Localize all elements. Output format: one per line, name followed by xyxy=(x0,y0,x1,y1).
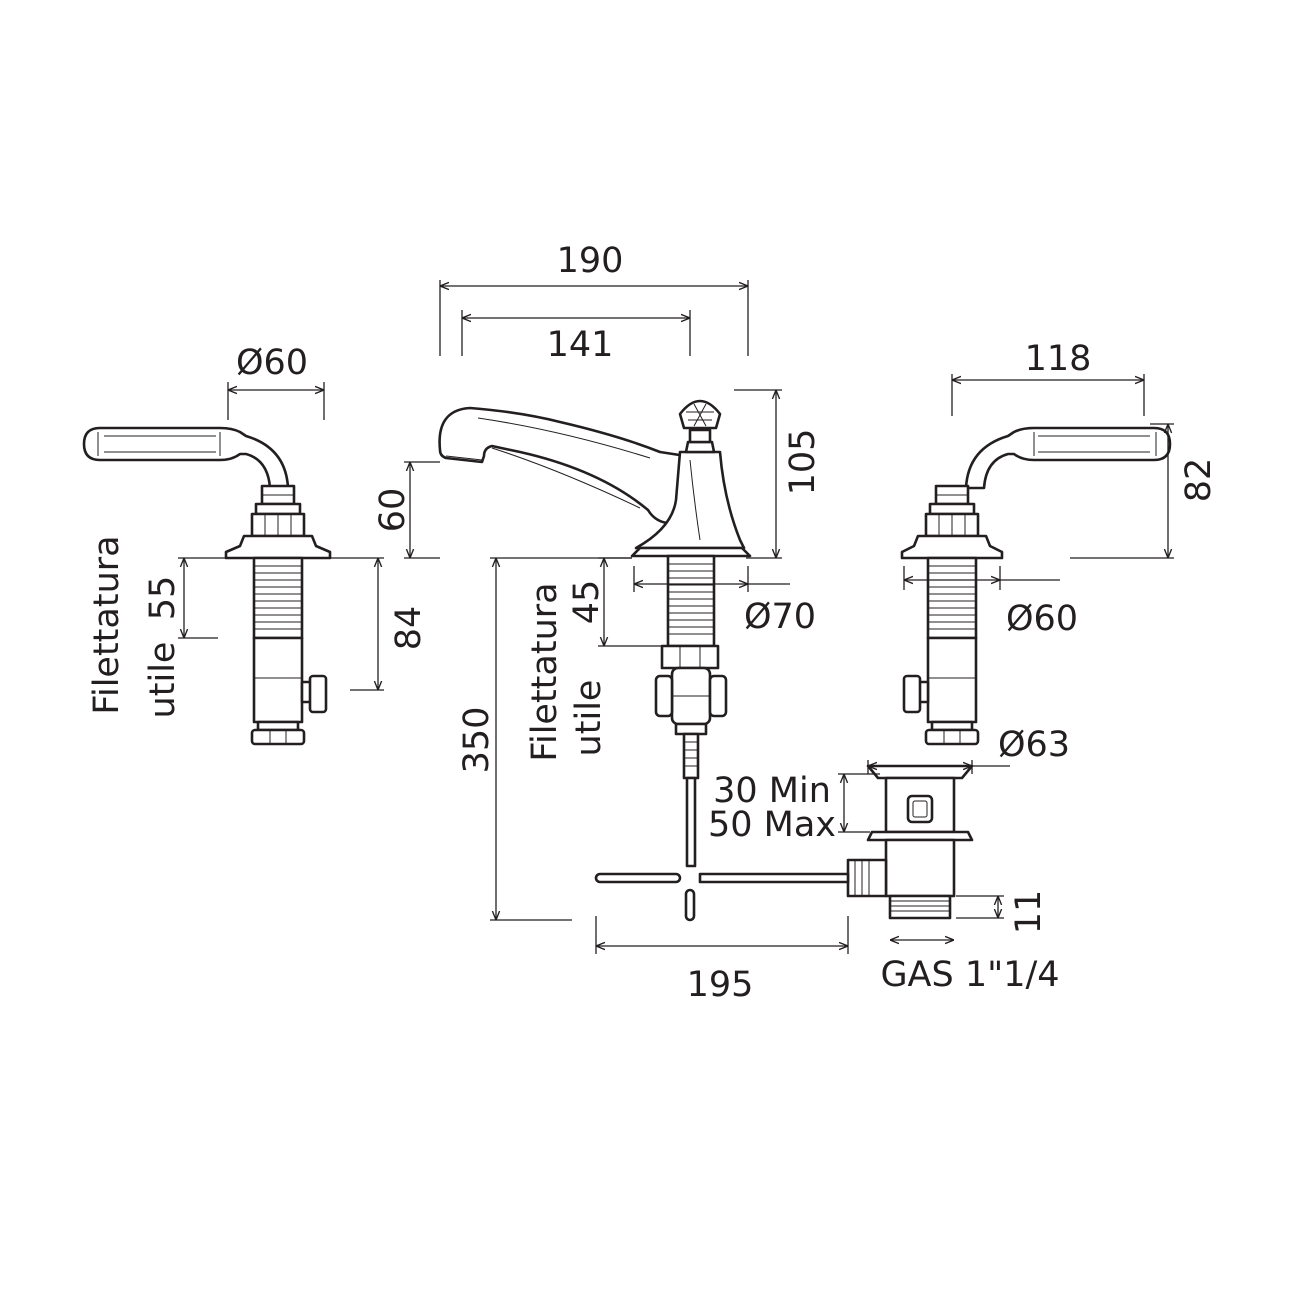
left-handle-assembly xyxy=(82,426,332,746)
dim-55: 55 xyxy=(143,576,183,621)
right-handle-assembly xyxy=(900,426,1172,746)
dimension-labels: 190 141 Ø60 118 105 60 82 Ø70 Ø60 55 84 … xyxy=(87,241,1219,1005)
dim-50-max: 50 Max xyxy=(708,805,836,845)
dimension-lines xyxy=(178,280,1174,954)
dim-82: 82 xyxy=(1179,458,1219,503)
dim-right-dia-60: Ø60 xyxy=(1006,599,1078,639)
waste-assembly xyxy=(594,764,974,922)
dim-350: 350 xyxy=(457,707,497,774)
dim-left-dia-60: Ø60 xyxy=(236,343,308,383)
dim-195: 195 xyxy=(687,965,754,1005)
dim-84: 84 xyxy=(389,606,429,651)
spout-thread-label-line2: utile xyxy=(569,680,609,757)
dim-45: 45 xyxy=(567,580,607,625)
dim-60: 60 xyxy=(373,488,413,533)
dim-190: 190 xyxy=(557,241,624,281)
dim-30-min: 30 Min xyxy=(713,771,831,811)
dim-spout-dia-70: Ø70 xyxy=(744,597,816,637)
left-thread-label-line2: utile xyxy=(143,642,183,719)
spout-thread-label-line1: Filettatura xyxy=(525,582,565,761)
dim-gas: GAS 1"1/4 xyxy=(880,955,1059,995)
spout-assembly xyxy=(438,399,752,868)
dim-11: 11 xyxy=(1009,890,1049,935)
dim-118: 118 xyxy=(1025,339,1092,379)
dim-105: 105 xyxy=(783,429,823,496)
dim-141: 141 xyxy=(547,325,614,365)
dim-waste-dia-63: Ø63 xyxy=(998,725,1070,765)
left-thread-label-line1: Filettatura xyxy=(87,535,127,714)
